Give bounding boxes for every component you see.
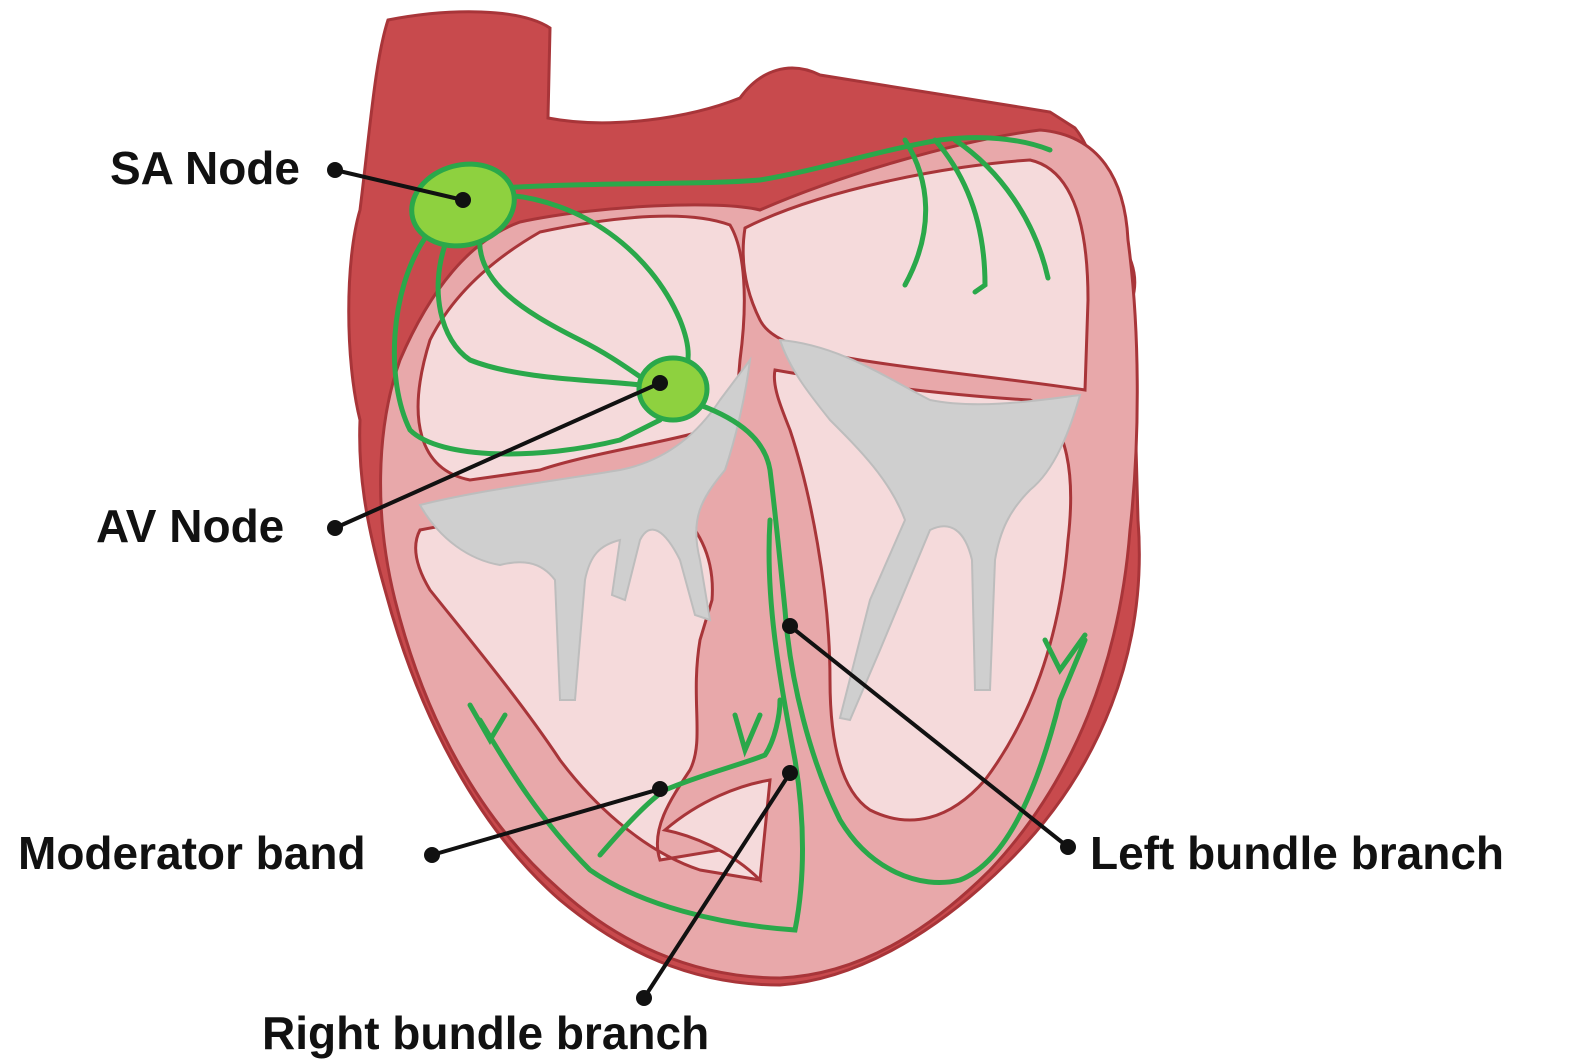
left-bundle-branch-target-dot [782, 618, 798, 634]
moderator-band-target-dot [652, 781, 668, 797]
sa-node-label: SA Node [110, 145, 300, 191]
av-node-label-dot [327, 520, 343, 536]
right-bundle-branch-label: Right bundle branch [262, 1010, 709, 1056]
sa-node-label-dot [327, 162, 343, 178]
left-bundle-branch-label-dot [1060, 839, 1076, 855]
av-node-target-dot [652, 375, 668, 391]
av-node-label: AV Node [96, 503, 284, 549]
left-bundle-branch-label: Left bundle branch [1090, 830, 1504, 876]
sa-node-target-dot [455, 192, 471, 208]
right-bundle-branch-target-dot [782, 765, 798, 781]
moderator-band-label: Moderator band [18, 830, 366, 876]
right-bundle-branch-label-dot [636, 990, 652, 1006]
moderator-band-label-dot [424, 847, 440, 863]
